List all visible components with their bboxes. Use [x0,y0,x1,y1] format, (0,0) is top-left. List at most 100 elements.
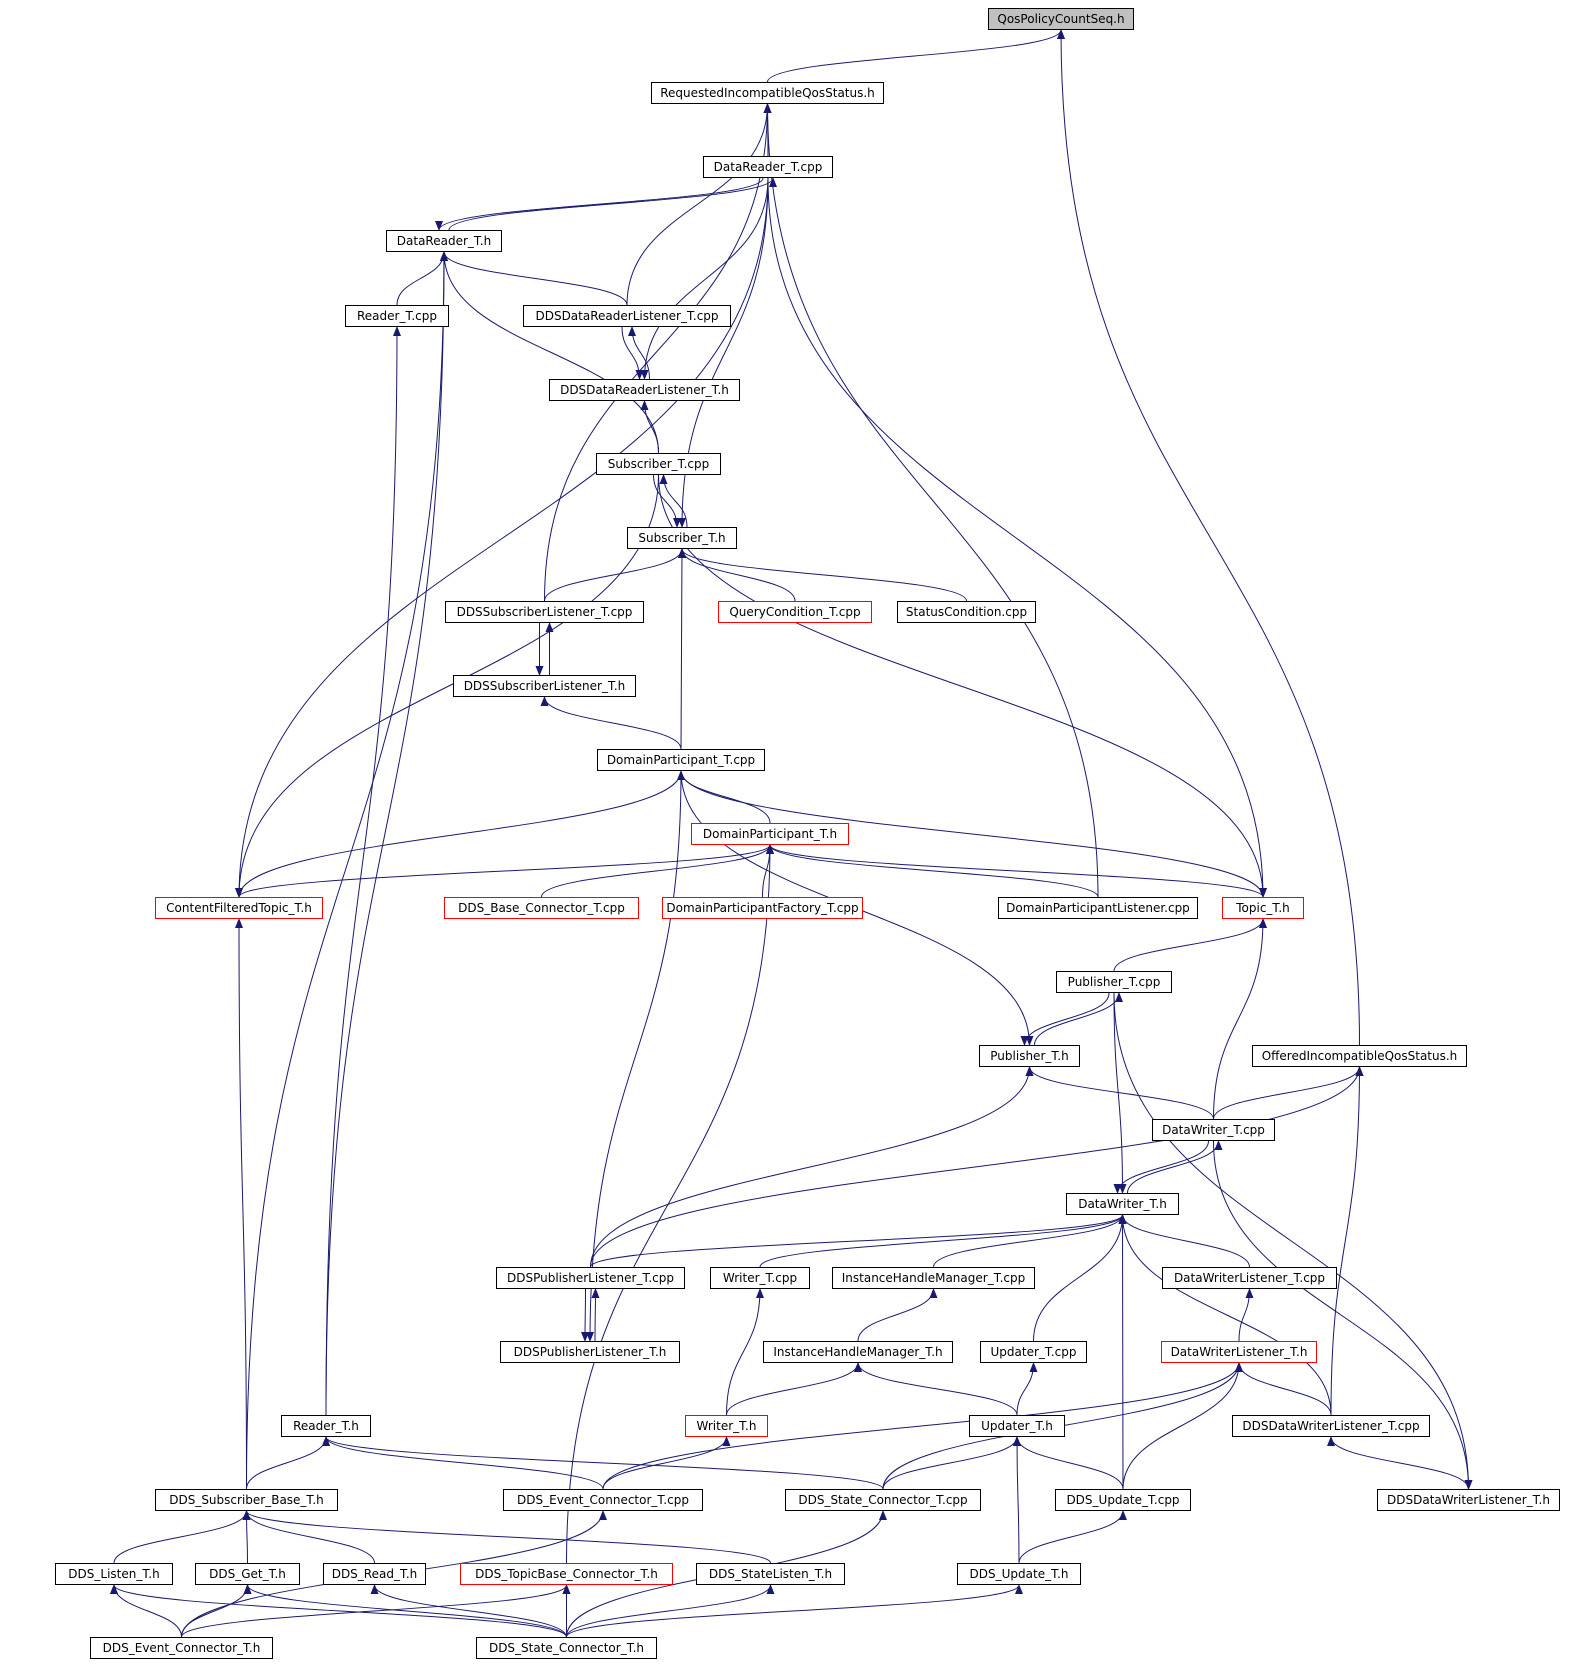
edge-ddsplcpp-to-ddsplh [581,1288,590,1342]
node-updater-t-cpp[interactable]: Updater_T.cpp [980,1341,1087,1363]
edge-subcpp-to-toph [658,474,1267,898]
node-ddsdatawriterlistener-t-h[interactable]: DDSDataWriterListener_T.h [1377,1489,1560,1511]
edge-dpcpp-to-ddsslh [540,696,682,750]
edge-dwh-to-dwcpp [1127,1140,1223,1194]
edge-duh-to-updh [1013,1436,1022,1564]
node-publisher-t-cpp[interactable]: Publisher_T.cpp [1056,971,1172,993]
edge-dpcpp-to-ddsplh [586,770,682,1342]
edge-dwlh-to-dwlcpp [1238,1288,1254,1342]
node-dds-event-connector-t-cpp[interactable]: DDS_Event_Connector_T.cpp [503,1489,703,1511]
node-writer-t-cpp[interactable]: Writer_T.cpp [710,1267,810,1289]
edge-subh-to-subcpp [659,474,688,528]
node-ddssubscriberlistener-t-cpp[interactable]: DDSSubscriberListener_T.cpp [445,601,644,623]
node-ddsdatawriterlistener-t-cpp[interactable]: DDSDataWriterListener_T.cpp [1232,1415,1430,1437]
edge-riqs-to-qos [767,29,1065,83]
edge-ducpp-to-updh [1013,1436,1124,1490]
node-statuscondition-cpp[interactable]: StatusCondition.cpp [897,601,1036,623]
edge-oiqs-to-qos [1057,29,1360,1046]
edge-drtcpp-to-ddsdrlh [640,177,769,380]
node-qospolicycountseq-h[interactable]: QosPolicyCountSeq.h [988,8,1134,30]
node-dds-get-t-h[interactable]: DDS_Get_T.h [195,1563,300,1585]
node-domainparticipantlistener-cpp[interactable]: DomainParticipantListener.cpp [998,897,1198,919]
edge-ddsslcpp-to-subh [544,548,686,602]
node-requestedincompatibleqosstatus-h[interactable]: RequestedIncompatibleQosStatus.h [651,82,884,104]
node-ddssubscriberlistener-t-h[interactable]: DDSSubscriberListener_T.h [453,675,636,697]
node-dds-state-connector-t-h[interactable]: DDS_State_Connector_T.h [476,1637,657,1659]
node-reader-t-h[interactable]: Reader_T.h [281,1415,371,1437]
edge-cfth-to-dph [238,844,774,898]
edge-dscpp-to-readh [322,1436,884,1490]
node-datawriterlistener-t-h[interactable]: DataWriterListener_T.h [1161,1341,1317,1363]
node-subscriber-t-cpp[interactable]: Subscriber_T.cpp [596,453,721,475]
node-dds-update-t-h[interactable]: DDS_Update_T.h [957,1563,1081,1585]
edge-dlh-to-dsbh [113,1510,251,1564]
edge-decpp-to-dwlh [602,1362,1243,1490]
edge-ddsdwlcpp-to-dwlh [1235,1362,1332,1416]
node-ddsdatareaderlistener-t-cpp[interactable]: DDSDataReaderListener_T.cpp [523,305,731,327]
node-ddsdatareaderlistener-t-h[interactable]: DDSDataReaderListener_T.h [549,379,740,401]
edge-updh-to-updcpp [1016,1362,1038,1416]
node-dds-subscriber-base-t-h[interactable]: DDS_Subscriber_Base_T.h [155,1489,338,1511]
node-instancehandlemanager-t-cpp[interactable]: InstanceHandleManager_T.cpp [832,1267,1035,1289]
edge-subcpp-to-cfth [235,474,659,898]
node-datawriterlistener-t-cpp[interactable]: DataWriterListener_T.cpp [1162,1267,1337,1289]
edge-ddsdwlcpp-to-dwh [1118,1214,1332,1416]
node-dds-update-t-cpp[interactable]: DDS_Update_T.cpp [1055,1489,1191,1511]
edge-dbcch-to-dph [541,844,774,898]
edge-wcpp-to-dwh [759,1214,1127,1268]
node-datareader-t-h[interactable]: DataReader_T.h [386,230,502,252]
edge-dsch-to-dslh [566,1584,775,1638]
node-contentfilteredtopic-t-h[interactable]: ContentFilteredTopic_T.h [155,897,323,919]
node-domainparticipant-t-h[interactable]: DomainParticipant_T.h [691,823,849,845]
edge-dech-to-dgh [181,1584,252,1638]
node-publisher-t-h[interactable]: Publisher_T.h [979,1045,1080,1067]
edge-readcpp-to-drth [396,251,448,306]
edge-dplcpp-to-dph [766,844,1099,898]
edge-updcpp-to-dwh [1033,1214,1127,1342]
node-dds-base-connector-t-cpp[interactable]: DDS_Base_Connector_T.cpp [444,897,639,919]
node-ddspublisherlistener-t-h[interactable]: DDSPublisherListener_T.h [500,1341,680,1363]
edge-decpp-to-readh [322,1436,604,1490]
node-domainparticipantfactory-t-cpp[interactable]: DomainParticipantFactory_T.cpp [662,897,863,919]
edge-pubh-to-pubcpp [1034,992,1123,1046]
edge-ddsplh-to-ddsplcpp [591,1288,600,1342]
edge-ddsplcpp-to-oiqs [590,1066,1364,1268]
node-dds-topicbase-connector-t-h[interactable]: DDS_TopicBase_Connector_T.h [460,1563,673,1585]
edge-dsch-to-duh [566,1584,1023,1638]
edge-pubcpp-to-pubh [1020,992,1110,1046]
edge-dwcpp-to-toph [1213,918,1267,1120]
node-subscriber-t-h[interactable]: Subscriber_T.h [627,527,737,549]
edge-pubcpp-to-ddsdwlh [1113,992,1473,1490]
edge-dslh-to-dsbh [242,1510,771,1564]
node-reader-t-cpp[interactable]: Reader_T.cpp [345,305,449,327]
node-instancehandlemanager-t-h[interactable]: InstanceHandleManager_T.h [763,1341,953,1363]
edge-subcpp-to-ddsdrlh [640,400,659,454]
node-dds-statelisten-t-h[interactable]: DDS_StateListen_T.h [696,1563,845,1585]
node-offeredincompatibleqosstatus-h[interactable]: OfferedIncompatibleQosStatus.h [1252,1045,1467,1067]
node-dds-read-t-h[interactable]: DDS_Read_T.h [323,1563,426,1585]
node-updater-t-h[interactable]: Updater_T.h [969,1415,1065,1437]
node-topic-t-h[interactable]: Topic_T.h [1222,897,1304,919]
edge-ihmcpp-to-dwh [933,1214,1127,1268]
node-dds-state-connector-t-cpp[interactable]: DDS_State_Connector_T.cpp [785,1489,981,1511]
edge-dech-to-dtbch [181,1584,571,1638]
node-querycondition-t-cpp[interactable]: QueryCondition_T.cpp [718,601,872,623]
node-dds-listen-t-h[interactable]: DDS_Listen_T.h [55,1563,173,1585]
edge-ihmh-to-ihmcpp [857,1288,938,1342]
node-datawriter-t-h[interactable]: DataWriter_T.h [1066,1193,1179,1215]
node-domainparticipant-t-cpp[interactable]: DomainParticipant_T.cpp [597,749,765,771]
edge-ducpp-to-dwh [1118,1214,1127,1490]
node-datawriter-t-cpp[interactable]: DataWriter_T.cpp [1152,1119,1275,1141]
edge-dwcpp-to-pubh [1025,1066,1214,1120]
node-writer-t-h[interactable]: Writer_T.h [685,1415,768,1437]
edge-dsch-to-drh [370,1584,567,1638]
edge-ducpp-to-dwlh [1122,1362,1243,1490]
edge-duh-to-ducpp [1018,1510,1127,1564]
node-dds-event-connector-t-h[interactable]: DDS_Event_Connector_T.h [90,1637,273,1659]
edge-drtcpp-to-drth [435,177,764,231]
edge-dpcpp-to-cfth [235,770,682,898]
edge-dsbh-to-readh [246,1436,330,1490]
node-ddspublisherlistener-t-cpp[interactable]: DDSPublisherListener_T.cpp [496,1267,685,1289]
edge-drtcpp-to-cfth [235,177,769,898]
node-datareader-t-cpp[interactable]: DataReader_T.cpp [703,156,833,178]
